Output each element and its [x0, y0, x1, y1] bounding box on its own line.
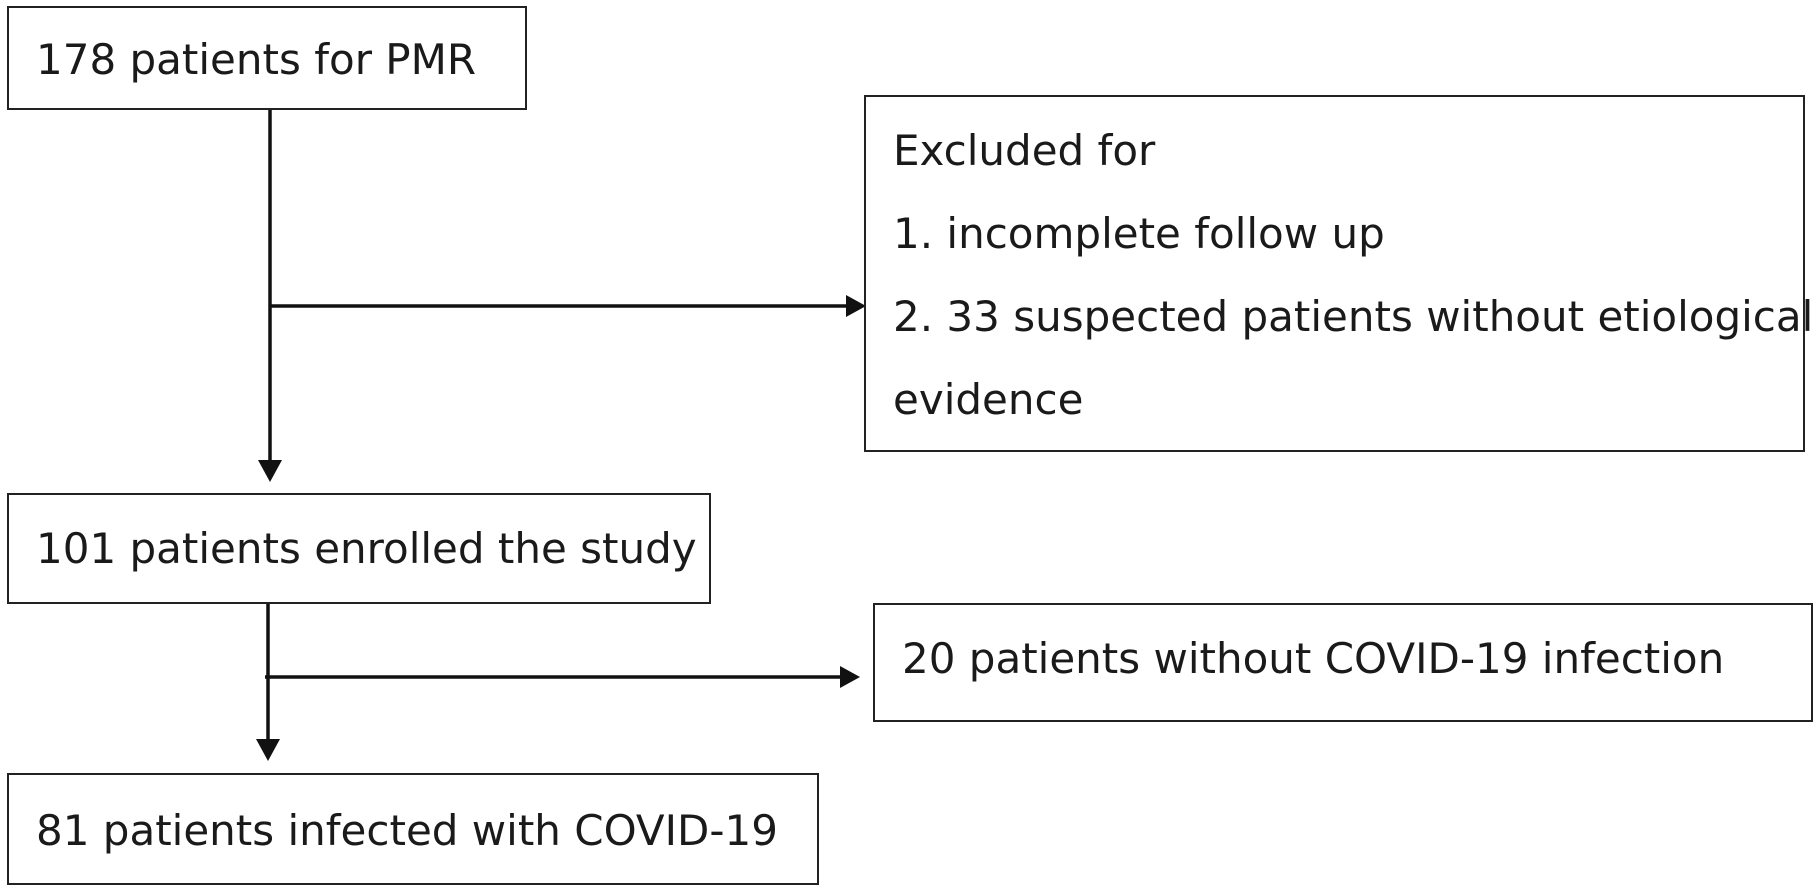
box-exclusion-criteria: Excluded for 1. incomplete follow up 2. …	[864, 95, 1813, 452]
arrowhead-right-to-no-covid	[840, 666, 860, 688]
covid-infected-patients-text: 81 patients infected with COVID-19	[36, 806, 778, 855]
box-covid-infected-patients: 81 patients infected with COVID-19	[7, 773, 819, 885]
box-patients-without-covid: 20 patients without COVID-19 infection	[873, 603, 1813, 722]
no-covid-patients-text: 20 patients without COVID-19 infection	[902, 634, 1725, 683]
box-initial-patients: 178 patients for PMR	[7, 6, 527, 110]
box-enrolled-patients: 101 patients enrolled the study	[7, 493, 711, 604]
exclusion-reason: 1. incomplete follow up	[893, 209, 1385, 258]
exclusion-reason: 2. 33 suspected patients without etiolog…	[893, 292, 1814, 341]
arrowhead-down-to-enrolled	[258, 460, 282, 482]
enrolled-patients-text: 101 patients enrolled the study	[36, 524, 697, 573]
arrowhead-right-to-exclusion	[846, 295, 866, 317]
arrowhead-down-to-final	[256, 739, 280, 761]
initial-patients-text: 178 patients for PMR	[36, 35, 477, 84]
exclusion-reason-continued: evidence	[893, 375, 1084, 424]
exclusion-title: Excluded for	[893, 126, 1156, 175]
